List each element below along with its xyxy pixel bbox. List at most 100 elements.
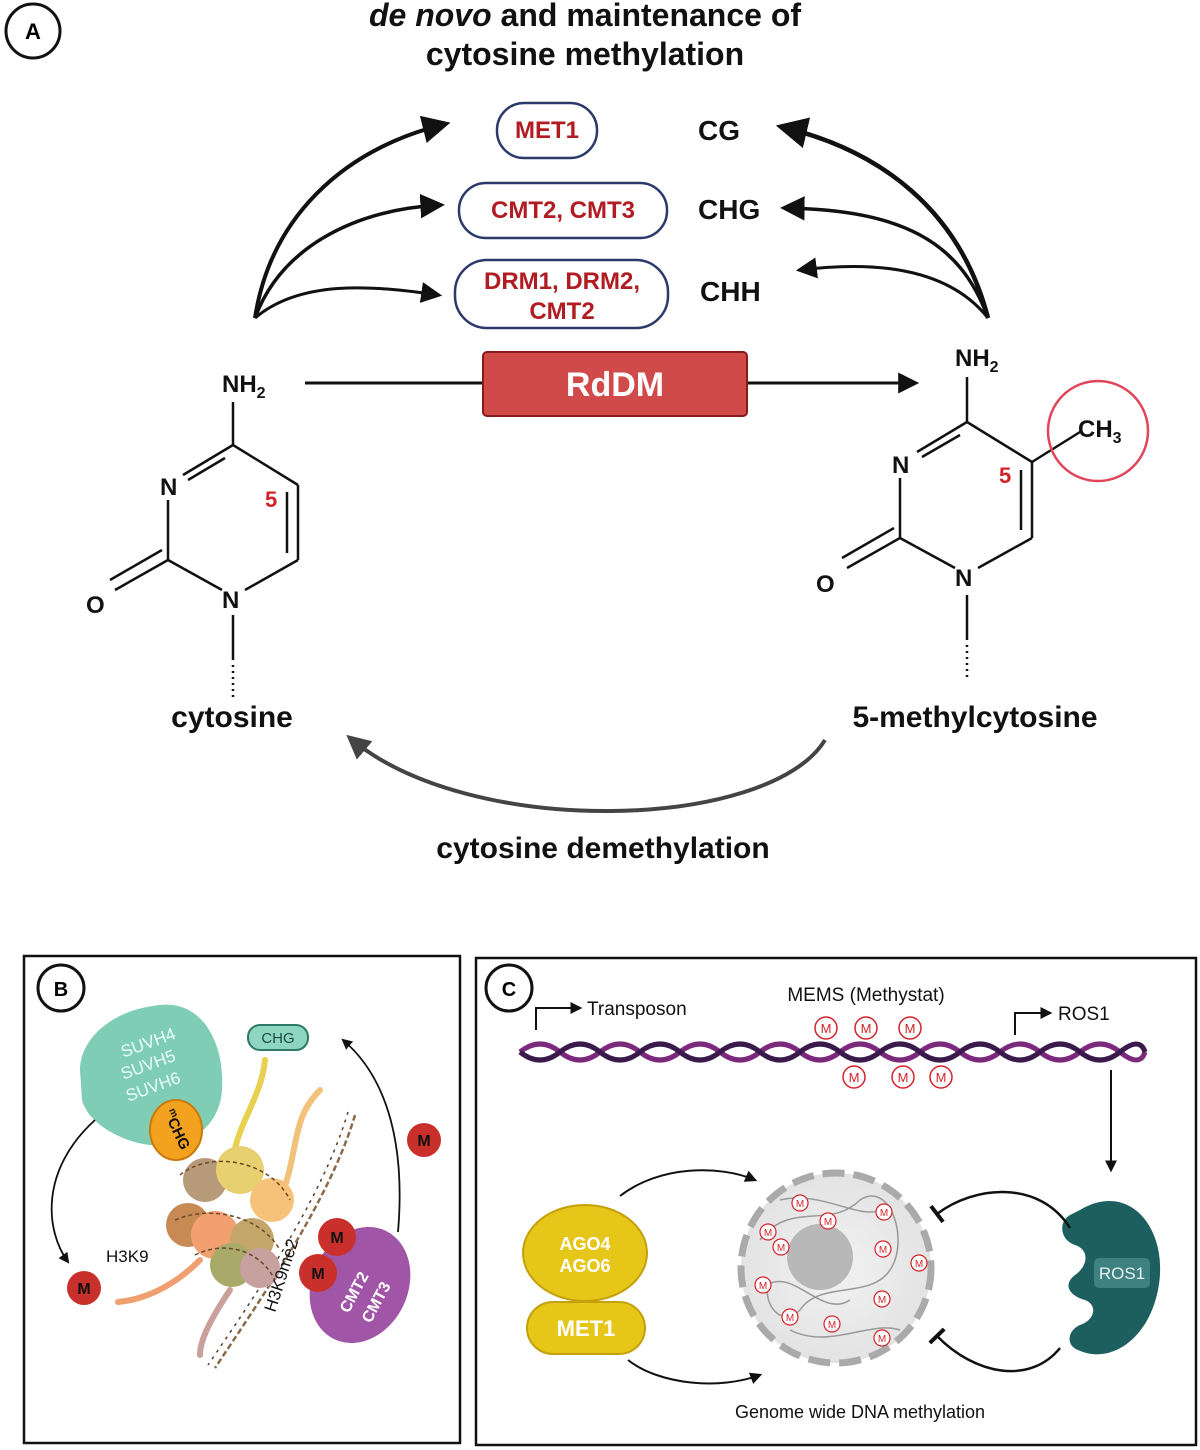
dna-methyl-mark: M [854, 1016, 878, 1040]
nucleus-methyl-mark: M [873, 1329, 891, 1347]
drm-label-line1: DRM1, DRM2, [484, 268, 640, 295]
context-chh: CHH [700, 276, 761, 307]
nuc-m-text: M [777, 1243, 785, 1254]
m-badge-right-text: M [417, 1133, 430, 1150]
cytosine-nh2-text: NH [222, 371, 257, 398]
chg-tag: CHG [247, 1024, 309, 1051]
nuc-m-text: M [880, 1208, 888, 1219]
nuc-m-text: M [824, 1217, 832, 1228]
genome-wide-label: Genome wide DNA methylation [735, 1402, 985, 1422]
m-badge-cmt-top-text: M [330, 1230, 343, 1247]
panel-b-label-text: B [54, 979, 68, 1001]
mc-o: O [816, 571, 835, 598]
context-chg: CHG [698, 194, 760, 225]
nuc-m-text: M [764, 1228, 772, 1239]
demethylation-arrow [346, 734, 827, 813]
cytosine-pos5: 5 [265, 487, 277, 512]
cytosine-structure: NH2 N N O 5 [86, 371, 300, 700]
dna-methyl-marks: M M M M M M [814, 1016, 953, 1089]
nuc-m-text: M [796, 1199, 804, 1210]
methyl-highlight-circle [1046, 379, 1150, 483]
ago-to-nucleus-arrow [619, 1169, 758, 1197]
panel-b: B SUVH4 SUVH5 SUVH6 mCHG CHG [22, 954, 462, 1445]
dna-m-text: M [821, 1021, 832, 1036]
mc-ch3: CH3 [1078, 416, 1122, 447]
dna-m-text: M [849, 1070, 860, 1085]
dna-m-text: M [905, 1021, 916, 1036]
ros1-inhibit-top [929, 1190, 1072, 1229]
cytosine-n1: N [222, 587, 239, 614]
nucleosome [166, 1146, 294, 1288]
m-badge-cmt-top: M [318, 1218, 356, 1256]
arrow-to-cg [775, 117, 991, 319]
met1-protein-label: MET1 [557, 1316, 616, 1341]
met1-to-nucleus-arrow [627, 1359, 763, 1385]
nucleus-methyl-mark: M [874, 1240, 892, 1258]
dna-methyl-mark: M [891, 1065, 915, 1089]
arrow-to-chg [780, 196, 990, 319]
mc-nh2: NH2 [955, 345, 999, 376]
ros1-gene-label: ROS1 [1058, 1004, 1110, 1025]
m-badge-left-text: M [77, 1281, 90, 1298]
arrow-to-met1 [253, 115, 451, 319]
methylcytosine-name: 5-methylcytosine [852, 701, 1097, 734]
nucleus-methyl-mark: M [772, 1238, 790, 1256]
nuc-m-text: M [878, 1334, 886, 1345]
panel-b-frame [22, 954, 462, 1445]
mc-n3: N [892, 452, 909, 479]
mc-n1: N [955, 565, 972, 592]
nuc-m-text: M [759, 1281, 767, 1292]
mc-ch3-sub: 3 [1113, 430, 1122, 447]
met1-box: MET1 [495, 101, 599, 160]
nucleus-methyl-mark: M [873, 1290, 891, 1308]
ago6-label: AGO6 [559, 1256, 610, 1276]
panel-c-label: C [484, 963, 534, 1013]
nucleus-methyl-marks: M M M M M M M M M M M M [754, 1194, 928, 1347]
arrow-to-drm [254, 282, 443, 320]
ros1-protein-label: ROS1 [1099, 1264, 1145, 1283]
ago-protein: AGO4 AGO6 [522, 1204, 648, 1302]
cytosine-nh2-sub: 2 [257, 385, 266, 402]
met1-label: MET1 [515, 117, 579, 144]
cytosine-nh2: NH2 [222, 371, 266, 402]
ago4-label: AGO4 [559, 1234, 610, 1254]
dna-methyl-mark: M [814, 1016, 838, 1040]
dna-methyl-mark: M [898, 1016, 922, 1040]
m-badge-cmt-bottom-text: M [311, 1266, 324, 1283]
nuc-m-text: M [879, 1245, 887, 1256]
met1-protein: MET1 [526, 1301, 646, 1355]
nucleus-methyl-mark: M [759, 1223, 777, 1241]
nucleus-methyl-mark: M [781, 1308, 799, 1326]
mchg-badge: mCHG [149, 1099, 203, 1161]
dna-methyl-mark: M [842, 1065, 866, 1089]
methylcytosine-structure: NH2 N N O 5 CH3 [816, 345, 1150, 680]
panel-a-label-text: A [25, 19, 41, 44]
ros1-promoter-arrow [1014, 1007, 1053, 1035]
panel-a-title-line2: cytosine methylation [426, 36, 744, 72]
panel-c: C Transposon MEMS (Methystat) ROS1 M M M… [474, 956, 1198, 1447]
arrow-to-chh [795, 257, 990, 319]
chg-tag-text: CHG [261, 1030, 294, 1047]
nuc-m-text: M [786, 1313, 794, 1324]
cytosine-name: cytosine [171, 701, 293, 734]
mc-ch3-text: CH [1078, 416, 1113, 443]
context-cg: CG [698, 115, 740, 146]
mchg-sup: m [166, 1107, 180, 1120]
drm-label-line2: CMT2 [529, 298, 594, 325]
nucleus-methyl-mark: M [910, 1254, 928, 1272]
dna-methyl-mark: M [929, 1065, 953, 1089]
cytosine-n3: N [160, 474, 177, 501]
cmt-box: CMT2, CMT3 [457, 181, 669, 240]
dna-helix [518, 1041, 1148, 1063]
mems-label: MEMS (Methystat) [787, 985, 944, 1006]
panel-a: A de novo and maintenance of cytosine me… [4, 0, 1150, 865]
m-badge-cmt-bottom: M [299, 1254, 337, 1292]
suvh-to-m-arrow [50, 1119, 96, 1264]
panel-c-label-text: C [502, 979, 516, 1001]
rddm-box: RdDM [482, 351, 748, 417]
cmt-to-chg-arrow [341, 1038, 401, 1233]
cmt-enzyme: CMT2 CMT3 [309, 1226, 411, 1344]
mc-nh2-text: NH [955, 345, 990, 372]
dna-m-text: M [936, 1070, 947, 1085]
panel-a-title-line1: de novo and maintenance of [369, 0, 801, 33]
